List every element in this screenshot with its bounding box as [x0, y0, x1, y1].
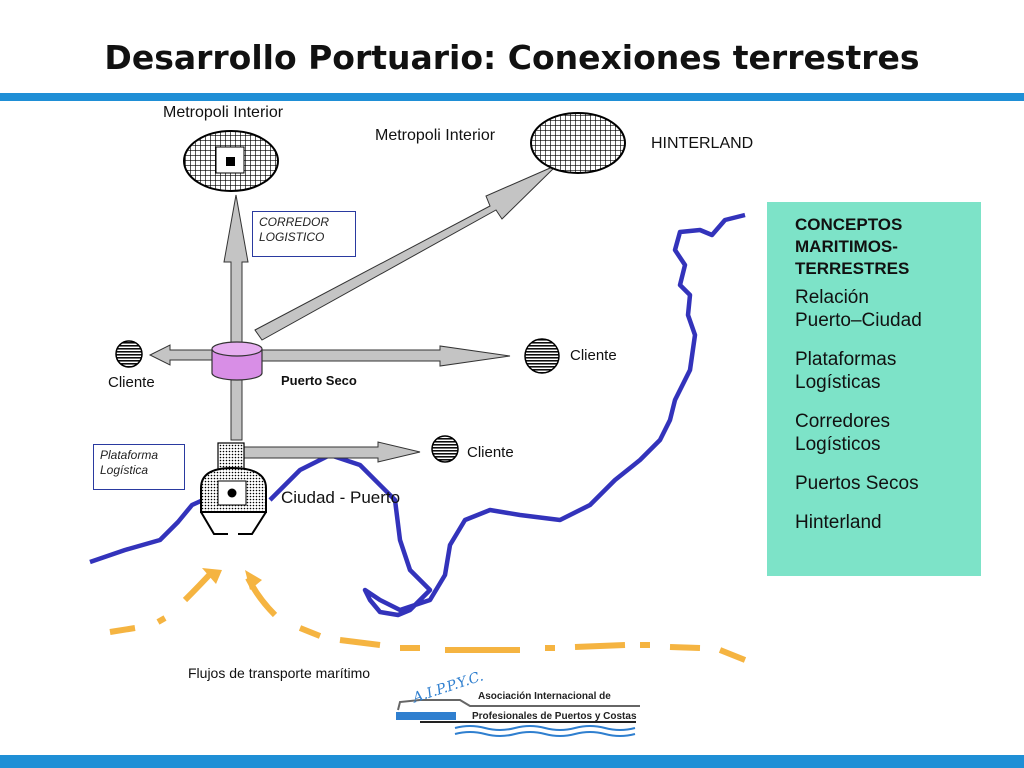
- arrow-northeast: [254, 164, 558, 341]
- plataforma-line1: Plataforma: [100, 448, 159, 462]
- concepts-title: CONCEPTOS MARITIMOS- TERRESTRES: [795, 214, 971, 280]
- arrow-east-lower: [241, 441, 421, 463]
- plataforma-logistica-box: Plataforma Logística: [93, 444, 185, 490]
- ciudad-puerto-node: [200, 466, 267, 535]
- cliente-right-node: [524, 338, 560, 374]
- metropoli-right-label: Metropoli Interior: [375, 127, 496, 144]
- puerto-seco-label: Puerto Seco: [281, 373, 357, 388]
- concept-item: Relación Puerto–Ciudad: [795, 287, 922, 331]
- cliente-left-node: [115, 340, 143, 368]
- concepts-title-line3: TERRESTRES: [795, 259, 910, 278]
- logo-line1: Asociación Internacional de: [478, 691, 611, 702]
- cliente-lower-node: [431, 435, 459, 463]
- concepts-panel: CONCEPTOS MARITIMOS- TERRESTRES Relación…: [767, 202, 981, 576]
- concept-item: Puertos Secos: [795, 473, 919, 494]
- logo-acronym: A.I.P.P.Y.C.: [409, 668, 485, 706]
- corredor-line1: CORREDOR: [259, 215, 330, 229]
- bottom-accent-bar: [0, 755, 1024, 768]
- concepts-title-line1: CONCEPTOS: [795, 215, 903, 234]
- plataforma-line2: Logística: [100, 463, 149, 477]
- arrow-east: [261, 345, 511, 367]
- ciudad-puerto-label: Ciudad - Puerto: [281, 488, 401, 507]
- corredor-logistico-box: CORREDOR LOGISTICO: [252, 211, 356, 257]
- plataforma-node: [217, 442, 245, 471]
- concept-item: Plataformas Logísticas: [795, 349, 897, 393]
- cliente-right-label: Cliente: [570, 347, 617, 364]
- arrow-west: [148, 344, 214, 366]
- coastline: [89, 212, 746, 618]
- flow-arrowhead-left: [202, 568, 222, 584]
- top-accent-bar: [0, 93, 1024, 101]
- logo-line2: Profesionales de Puertos y Costas: [472, 711, 637, 722]
- cliente-lower-label: Cliente: [467, 444, 514, 461]
- hinterland-label: HINTERLAND: [651, 135, 754, 152]
- arrow-north: [223, 194, 249, 441]
- slide-title: Desarrollo Portuario: Conexiones terrest…: [104, 38, 920, 77]
- aippyc-logo-icon: A.I.P.P.Y.C.: [396, 668, 640, 737]
- corredor-line2: LOGISTICO: [259, 230, 325, 244]
- concepts-title-line2: MARITIMOS-: [795, 237, 898, 256]
- flujos-label: Flujos de transporte marítimo: [188, 665, 371, 681]
- metropoli-left-label: Metropoli Interior: [163, 104, 284, 121]
- metropoli-right-node: [530, 112, 626, 174]
- flow-arrowhead-right: [245, 570, 262, 590]
- puerto-seco-node: [211, 341, 263, 381]
- concept-item: Corredores Logísticos: [795, 411, 891, 455]
- concept-item: Hinterland: [795, 512, 882, 533]
- cliente-left-label: Cliente: [108, 374, 155, 391]
